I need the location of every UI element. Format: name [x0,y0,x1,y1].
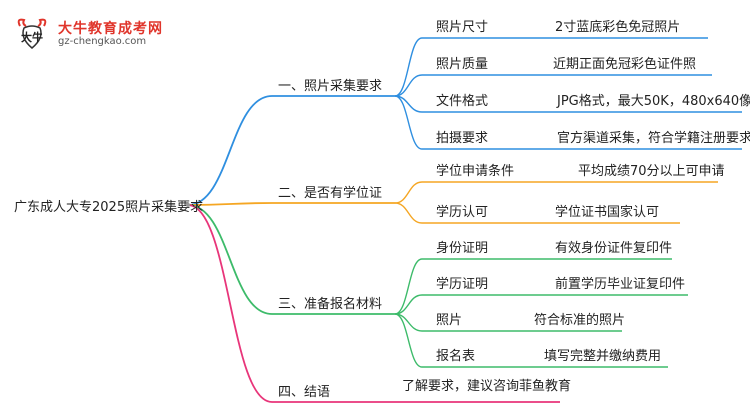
branch-1-child-3-value: JPG格式，最大50K，480x640像素 [556,93,750,109]
logo-mark-text: 大牛 [21,30,43,44]
branch-2-child-1-edge [394,181,423,204]
branch-1-child-1-edge [394,37,423,97]
root-node-label: 广东成人大专2025照片采集要求 [14,199,203,215]
root-anchor-dot [186,203,190,207]
branch-3-child-3-label: 照片 [436,313,462,328]
branch-2-child-2-value: 学位证书国家认可 [555,204,659,220]
branch-1-child-4-value: 官方渠道采集，符合学籍注册要求 [557,130,750,146]
branch-1-child-1-label: 照片尺寸 [436,20,488,35]
branch-3-child-2-label: 学历证明 [436,276,488,292]
branch-1-child-1-value: 2寸蓝底彩色免冠照片 [555,19,680,35]
branch-3-child-4-value: 填写完整并缴纳费用 [544,349,661,364]
branch-3-edge [187,204,273,315]
logo-url: gz-chengkao.com [58,36,147,47]
branch-1-child-4-edge [394,95,423,150]
branch-3-child-1-edge [394,258,423,315]
branch-3-child-4-edge [394,313,423,368]
branch-1-child-3-label: 文件格式 [436,93,488,109]
branch-3-child-1-label: 身份证明 [436,240,488,256]
branch-1-edge [187,95,273,206]
branch-4-value: 了解要求，建议咨询菲鱼教育 [402,378,571,394]
branch-2-edge [187,202,273,206]
branch-4-label: 四、结语 [278,385,330,400]
branch-2-child-2-label: 学历认可 [436,204,488,220]
mindmap-edges [187,37,742,403]
branch-3-child-1-value: 有效身份证件复印件 [555,240,672,256]
logo-title: 大牛教育成考网 [58,21,163,37]
branch-3-label: 三、准备报名材料 [278,296,382,312]
branch-1-child-2-edge [394,74,423,97]
site-logo: 大牛 大牛教育成考网 gz-chengkao.com [14,16,164,52]
branch-3-child-4-label: 报名表 [436,348,475,364]
branch-3-child-2-value: 前置学历毕业证复印件 [555,276,685,292]
branch-4-edge [187,204,273,403]
bull-logo-icon: 大牛 [17,18,47,49]
branch-1-child-4-label: 拍摄要求 [436,131,488,146]
branch-1-label: 一、照片采集要求 [278,78,382,94]
branch-2-label: 二、是否有学位证 [278,185,382,201]
branch-1-child-2-value: 近期正面免冠彩色证件照 [553,56,696,72]
branch-2-child-1-value: 平均成绩70分以上可申请 [578,164,725,179]
branch-1-child-2-label: 照片质量 [436,57,488,72]
branch-3-child-3-value: 符合标准的照片 [534,312,625,328]
branch-2-child-1-label: 学位申请条件 [436,163,514,179]
branch-2-child-2-edge [394,202,423,224]
mindmap-nodes: 广东成人大专2025照片采集要求 一、照片采集要求 照片尺寸 2寸蓝底彩色免冠照片照片… [14,19,750,400]
branch-3-child-2-edge [394,294,423,315]
